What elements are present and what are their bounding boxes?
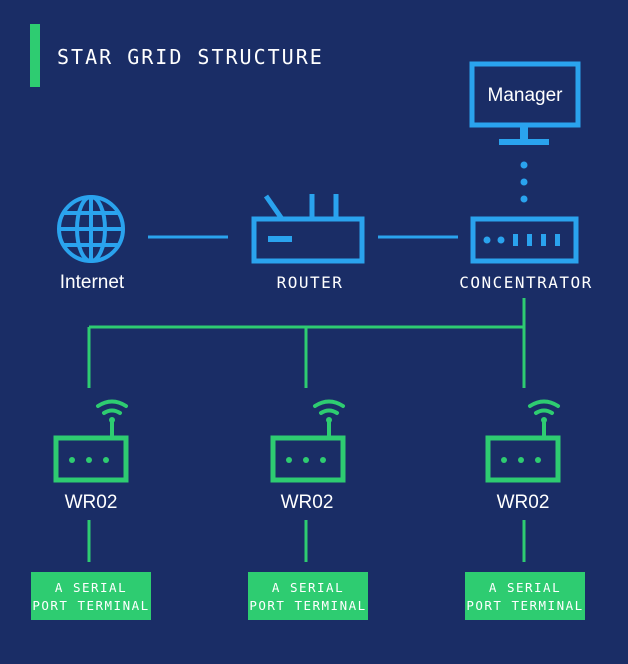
link-manager-concentrator xyxy=(520,161,528,203)
monitor-icon xyxy=(469,61,581,145)
terminal-line-1: A SERIAL xyxy=(272,580,344,595)
terminal-line-1: A SERIAL xyxy=(489,580,561,595)
serial-terminal-box xyxy=(31,572,151,620)
manager-label: Manager xyxy=(488,85,564,106)
wifi-icon xyxy=(313,399,345,415)
concentrator-label: CONCENTRATOR xyxy=(459,273,593,292)
router-label: ROUTER xyxy=(277,273,344,292)
wr02-device-icon xyxy=(270,435,346,483)
serial-terminal-box xyxy=(465,572,585,620)
wr02-device-icon xyxy=(485,435,561,483)
globe-icon xyxy=(57,195,125,263)
wr02-label: WR02 xyxy=(281,492,334,513)
serial-terminal-box xyxy=(248,572,368,620)
wr02-device-1: WR02 A SERIAL PORT TERMINAL xyxy=(31,399,151,620)
terminal-line-2: PORT TERMINAL xyxy=(32,598,149,613)
terminal-line-2: PORT TERMINAL xyxy=(249,598,366,613)
wr02-label: WR02 xyxy=(65,492,118,513)
terminal-line-2: PORT TERMINAL xyxy=(466,598,583,613)
internet-label: Internet xyxy=(60,272,125,293)
wr02-device-3: WR02 A SERIAL PORT TERMINAL xyxy=(465,399,585,620)
router-icon xyxy=(251,194,365,264)
wr02-device-2: WR02 A SERIAL PORT TERMINAL xyxy=(248,399,368,620)
wr02-label: WR02 xyxy=(497,492,550,513)
wifi-icon xyxy=(96,399,128,415)
wr02-device-icon xyxy=(53,435,129,483)
star-bus-lines xyxy=(87,298,526,388)
terminal-line-1: A SERIAL xyxy=(55,580,127,595)
title-accent-bar xyxy=(30,24,40,87)
wifi-icon xyxy=(528,399,560,415)
diagram-title: STAR GRID STRUCTURE xyxy=(57,45,324,69)
concentrator-icon xyxy=(470,216,579,264)
